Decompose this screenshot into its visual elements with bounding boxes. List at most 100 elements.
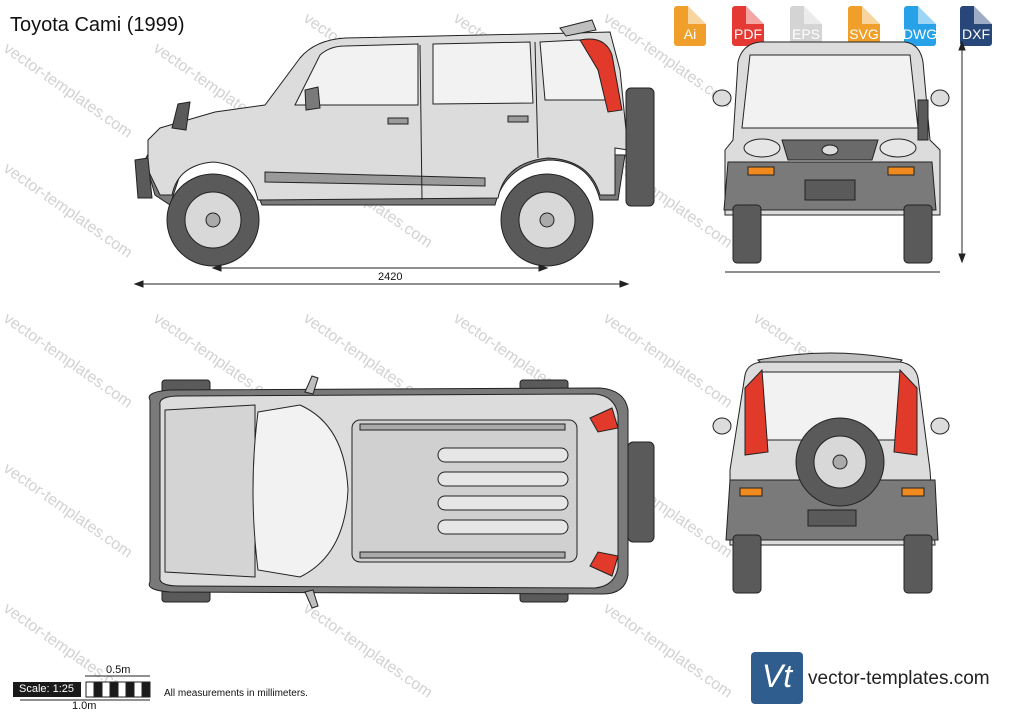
rear-view (712, 352, 950, 594)
pdf-file-label: PDF (734, 26, 762, 42)
pdf-file-icon[interactable]: PDF (726, 6, 770, 46)
wheelbase-arrow-right (538, 264, 549, 272)
top-windshield (252, 404, 349, 578)
rear-taillight-right (893, 368, 918, 456)
rear-indicator-right (901, 487, 925, 497)
height-arrow-bottom (958, 253, 966, 264)
scale-segment-2 (93, 681, 103, 698)
top-roof-rail-left (359, 423, 566, 431)
height-arrow-top (958, 40, 966, 51)
front-windshield (741, 54, 919, 129)
rear-indicator-left (739, 487, 763, 497)
wheelbase-arrow-left (211, 264, 222, 272)
svg-file-label: SVG (849, 26, 879, 42)
top-roof-groove-2 (437, 471, 569, 487)
top-taillight-left (589, 407, 619, 433)
scale-segment-1 (85, 681, 95, 698)
side-rear-hub (539, 212, 555, 228)
ai-file-label: Ai (683, 26, 697, 42)
front-snorkel (917, 99, 929, 141)
side-body-strip (264, 171, 486, 187)
rear-taillight-left (744, 368, 769, 456)
ai-file-icon[interactable]: Ai (668, 6, 712, 46)
scale-segment-4 (109, 681, 119, 698)
front-license-plate (804, 179, 856, 201)
front-indicator-left (747, 166, 775, 176)
rear-mirror-right (930, 417, 950, 435)
dxf-file-label: DXF (962, 26, 990, 42)
top-hood (164, 404, 256, 578)
top-roof-groove-4 (437, 519, 569, 535)
dxf-file-fold (974, 6, 992, 24)
eps-file-icon[interactable]: EPS (784, 6, 828, 46)
length-arrow-right (619, 280, 630, 288)
scale-segment-6 (125, 681, 135, 698)
top-roof-rail-right (359, 551, 566, 559)
svg-file-icon[interactable]: SVG (842, 6, 886, 46)
eps-file-fold (804, 6, 822, 24)
dxf-file-icon[interactable]: DXF (954, 6, 998, 46)
rear-mirror-left (712, 417, 732, 435)
front-tire-left (732, 204, 762, 264)
scale-half-meter-label: 0.5m (106, 664, 131, 676)
scale-bar (20, 675, 151, 701)
side-spare-tire (625, 87, 655, 207)
ai-file-fold (688, 6, 706, 24)
dwg-file-icon[interactable]: DWG (898, 6, 942, 46)
front-headlight-right (879, 138, 917, 158)
side-hood-snorkel (171, 101, 191, 131)
eps-file-label: EPS (791, 26, 820, 42)
side-front-hub (205, 212, 221, 228)
side-door-line-front (419, 44, 423, 201)
rear-spare-hub (832, 454, 848, 470)
side-door-line-rear (534, 41, 539, 159)
side-roof-spoiler (559, 19, 597, 37)
scale-segment-3 (101, 681, 111, 698)
side-front-bumper (134, 157, 153, 199)
top-roof (351, 419, 578, 563)
height-dimension (725, 40, 966, 273)
length-arrow-left (133, 280, 144, 288)
vector-templates-logo-icon[interactable]: Vt (751, 652, 803, 704)
scale-label: Scale: 1:25 (13, 682, 81, 697)
side-view (134, 19, 655, 267)
dwg-file-fold (918, 6, 936, 24)
top-mirror-right (304, 589, 319, 609)
front-toyota-emblem (821, 144, 839, 156)
front-indicator-right (887, 166, 915, 176)
top-taillight-right (589, 551, 619, 577)
wheelbase-dimension (133, 264, 630, 288)
top-spare-tire (627, 441, 655, 543)
measurement-note: All measurements in millimeters. (164, 688, 308, 699)
front-mirror-left (712, 89, 732, 107)
pdf-file-fold (746, 6, 764, 24)
scale-segment-7 (133, 681, 143, 698)
dwg-file-label: DWG (902, 26, 938, 42)
rear-tire-right (903, 534, 933, 594)
wheelbase-label: 2420 (378, 271, 403, 283)
front-headlight-left (743, 138, 781, 158)
front-view (712, 41, 950, 264)
brand-site-link[interactable]: vector-templates.com (808, 668, 990, 689)
front-tire-right (903, 204, 933, 264)
scale-segment-8 (141, 681, 151, 698)
side-door-handle-front (387, 117, 409, 125)
top-view (148, 375, 655, 609)
top-mirror-left (304, 375, 319, 395)
page-title: Toyota Cami (1999) (10, 14, 185, 36)
front-mirror-right (930, 89, 950, 107)
rear-license-plate (807, 509, 857, 527)
scale-segment-5 (117, 681, 127, 698)
side-door-handle-rear (507, 115, 529, 123)
side-mirror (304, 86, 321, 111)
side-front-window (294, 43, 419, 106)
rear-tire-left (732, 534, 762, 594)
side-rear-window (432, 41, 534, 105)
top-roof-groove-1 (437, 447, 569, 463)
svg-file-fold (862, 6, 880, 24)
scale-one-meter-label: 1.0m (72, 700, 97, 712)
top-roof-groove-3 (437, 495, 569, 511)
side-taillight (579, 38, 623, 113)
